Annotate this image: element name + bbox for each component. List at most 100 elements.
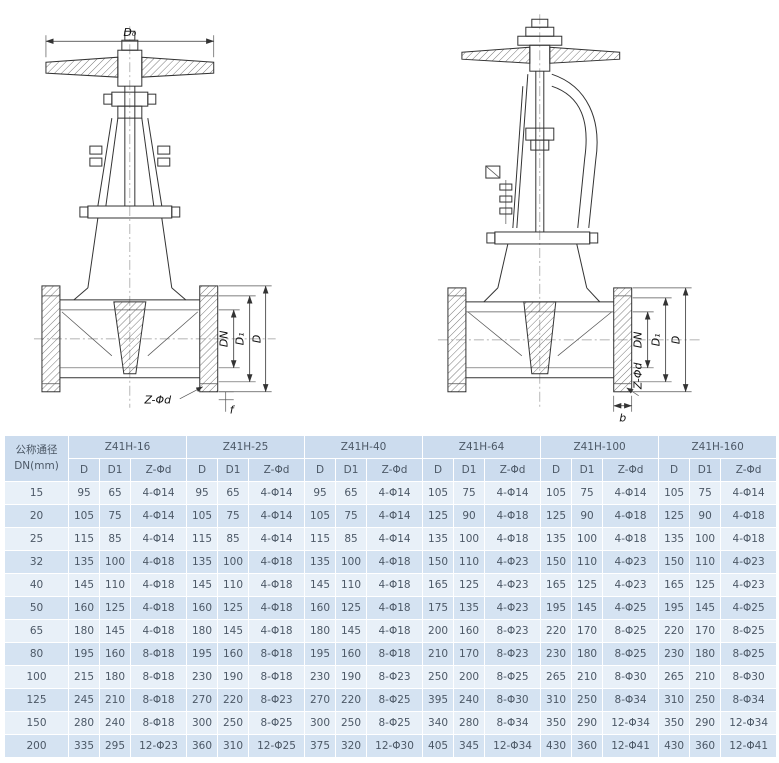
value-cell: 405	[422, 734, 455, 758]
value-cell: 295	[99, 734, 131, 758]
value-cell: 245	[68, 688, 100, 712]
model-header: Z41H-160	[658, 435, 778, 459]
value-cell: 8-Φ34	[720, 688, 778, 712]
value-cell: 150	[658, 550, 691, 574]
value-cell: 85	[217, 527, 250, 551]
dn-cell: 65	[4, 619, 69, 643]
value-cell: 8-Φ18	[248, 642, 306, 666]
value-cell: 395	[422, 688, 455, 712]
value-cell: 8-Φ18	[129, 688, 188, 712]
value-cell: 4-Φ14	[366, 527, 424, 551]
value-cell: 12-Φ30	[366, 734, 424, 758]
gate-wedge	[113, 301, 147, 375]
value-cell: 8-Φ25	[602, 619, 660, 643]
value-cell: 230	[540, 642, 573, 666]
value-cell: 8-Φ25	[720, 619, 778, 643]
value-cell: 4-Φ23	[484, 596, 542, 620]
value-cell: 145	[689, 596, 722, 620]
value-cell: 350	[658, 711, 691, 735]
dn-cell: 50	[4, 596, 69, 620]
value-cell: 220	[335, 688, 368, 712]
value-cell: 4-Φ14	[366, 481, 424, 505]
value-cell: 4-Φ14	[129, 481, 188, 505]
value-cell: 125	[217, 596, 250, 620]
centerlines	[437, 14, 702, 408]
value-cell: 200	[422, 619, 455, 643]
value-cell: 4-Φ18	[248, 619, 306, 643]
value-cell: 160	[68, 596, 100, 620]
value-cell: 150	[540, 550, 573, 574]
label-Z-phi-d: Z-Φd	[144, 394, 173, 407]
value-cell: 230	[186, 665, 219, 689]
bonnet	[79, 205, 181, 288]
value-cell: 210	[571, 665, 604, 689]
valve-body	[446, 287, 632, 393]
value-cell: 8-Φ25	[484, 665, 542, 689]
value-cell: 125	[335, 596, 368, 620]
value-cell: 210	[99, 688, 131, 712]
value-cell: 4-Φ18	[484, 504, 542, 528]
value-cell: 345	[453, 734, 486, 758]
label-D1: D₁	[649, 333, 662, 346]
value-cell: 75	[571, 481, 604, 505]
value-cell: 200	[453, 665, 486, 689]
value-cell: 430	[540, 734, 573, 758]
value-cell: 105	[68, 504, 100, 528]
sub-header: Z-Φd	[602, 458, 660, 482]
value-cell: 8-Φ34	[484, 711, 542, 735]
dn-cell: 80	[4, 642, 69, 666]
value-cell: 4-Φ18	[720, 527, 778, 551]
value-cell: 165	[422, 573, 455, 597]
value-cell: 75	[99, 504, 131, 528]
dn-cell: 150	[4, 711, 69, 735]
sub-header: D	[68, 458, 100, 482]
value-cell: 4-Φ18	[129, 596, 188, 620]
sub-header: Z-Φd	[129, 458, 188, 482]
dn-cell: 100	[4, 665, 69, 689]
value-cell: 360	[186, 734, 219, 758]
value-cell: 170	[453, 642, 486, 666]
value-cell: 310	[540, 688, 573, 712]
bonnet	[485, 231, 598, 289]
value-cell: 195	[658, 596, 691, 620]
value-cell: 4-Φ14	[602, 481, 660, 505]
value-cell: 110	[689, 550, 722, 574]
stem-and-yoke	[484, 71, 598, 232]
dimension-b: b	[612, 395, 632, 425]
dn-cell: 32	[4, 550, 69, 574]
value-cell: 220	[540, 619, 573, 643]
value-cell: 12-Φ23	[129, 734, 188, 758]
value-cell: 125	[99, 596, 131, 620]
value-cell: 195	[304, 642, 337, 666]
value-cell: 105	[658, 481, 691, 505]
value-cell: 135	[658, 527, 691, 551]
value-cell: 105	[186, 504, 219, 528]
value-cell: 110	[99, 573, 131, 597]
value-cell: 110	[335, 573, 368, 597]
value-cell: 160	[453, 619, 486, 643]
model-header: Z41H-25	[186, 435, 306, 459]
value-cell: 12-Φ25	[248, 734, 306, 758]
value-cell: 135	[186, 550, 219, 574]
value-cell: 95	[68, 481, 100, 505]
value-cell: 75	[217, 504, 250, 528]
value-cell: 195	[186, 642, 219, 666]
value-cell: 4-Φ18	[248, 596, 306, 620]
value-cell: 175	[422, 596, 455, 620]
annotation-Z-phi-d: Z-Φd	[625, 362, 644, 397]
value-cell: 145	[335, 619, 368, 643]
sub-header: D1	[99, 458, 131, 482]
value-cell: 250	[217, 711, 250, 735]
value-cell: 125	[689, 573, 722, 597]
value-cell: 12-Φ41	[602, 734, 660, 758]
value-cell: 215	[68, 665, 100, 689]
label-f: f	[230, 404, 236, 417]
value-cell: 85	[99, 527, 131, 551]
value-cell: 75	[689, 481, 722, 505]
value-cell: 335	[68, 734, 100, 758]
